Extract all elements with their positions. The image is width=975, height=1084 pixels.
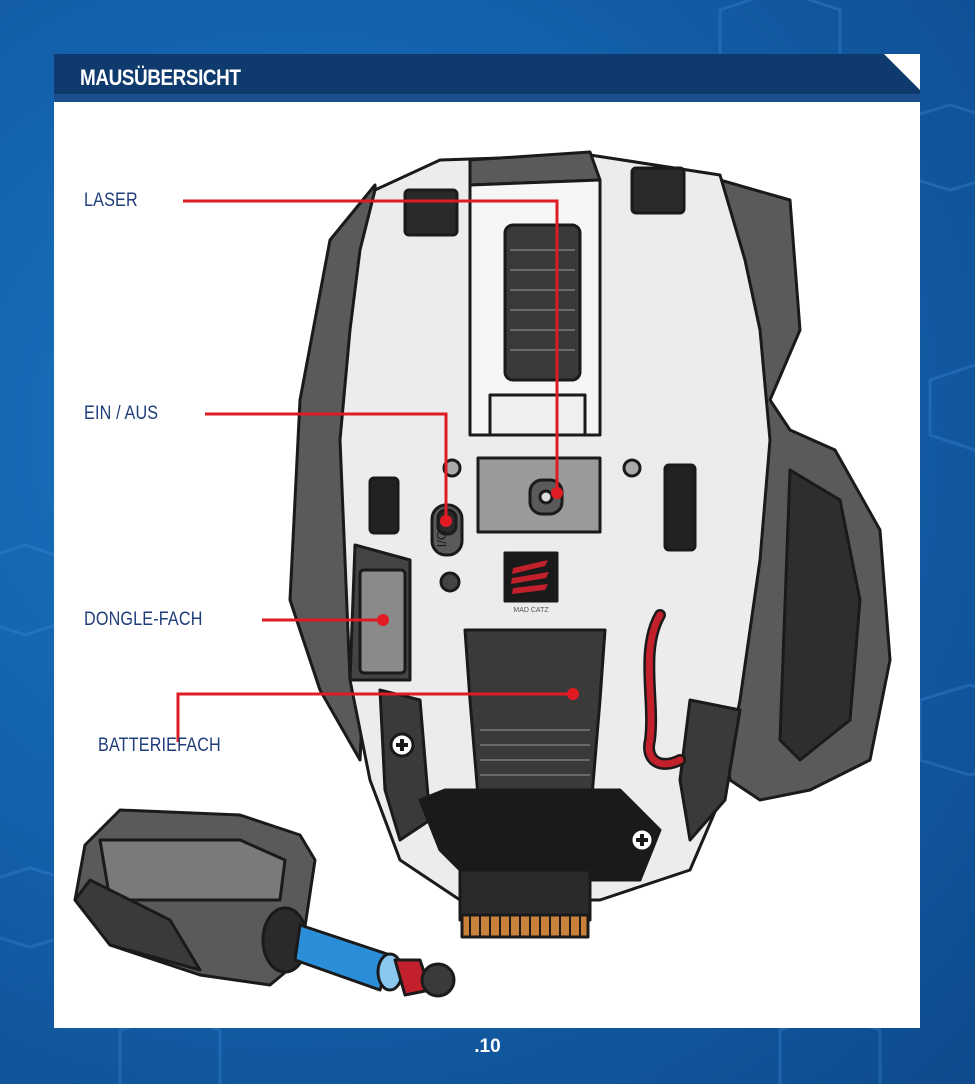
power-switch-label: O/I xyxy=(434,530,449,547)
callout-battery-compartment: BATTERIEFACH xyxy=(98,735,221,757)
callout-power-switch: EIN / AUS xyxy=(84,403,158,425)
callout-dongle-compartment: DONGLE-FACH xyxy=(84,609,203,631)
brand-logo-text: MAD CATZ xyxy=(513,607,549,614)
page-number: .10 xyxy=(0,1036,975,1058)
callout-laser: LASER xyxy=(84,190,138,212)
